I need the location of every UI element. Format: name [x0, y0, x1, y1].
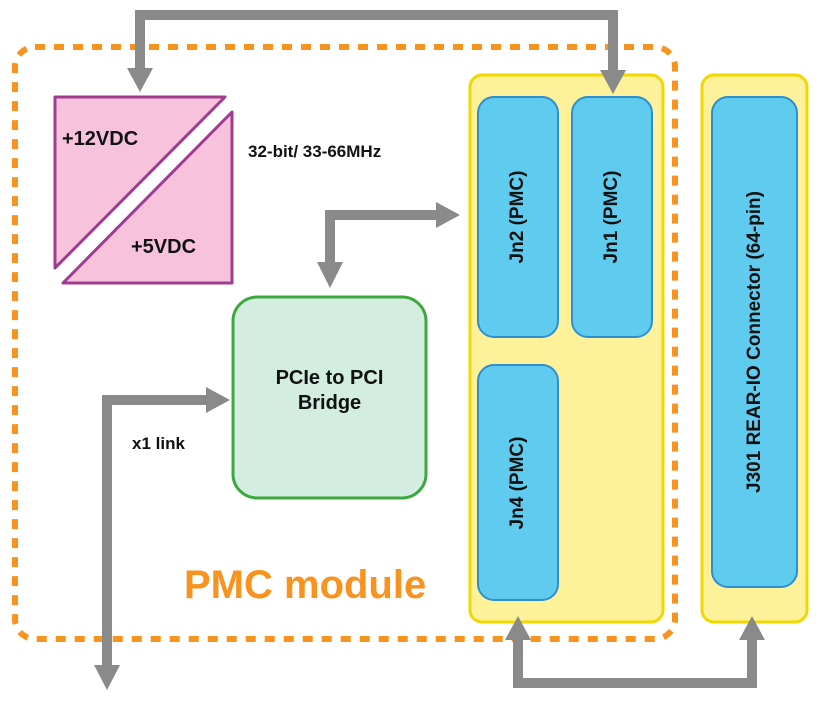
- x1-link-label: x1 link: [132, 434, 185, 453]
- arrowhead-power-down: [127, 68, 153, 92]
- jn1-label-box: Jn1 (PMC): [572, 97, 652, 337]
- pcie-pci-bridge: [231, 295, 428, 500]
- bridge-label-line2: Bridge: [297, 392, 362, 414]
- power-output-label: +5VDC: [131, 236, 197, 258]
- arrow-jn1-to-power: [135, 10, 618, 72]
- bridge-label-line1: PCIe to PCI: [275, 367, 384, 389]
- jn1-label: Jn1 (PMC): [601, 170, 622, 264]
- arrow-bridge-to-jn2: [325, 210, 438, 262]
- arrow-x1-link: [102, 395, 208, 667]
- power-converter: [53, 95, 234, 285]
- arrowhead-jn4-up: [505, 616, 531, 640]
- arrowhead-j301-up: [739, 616, 765, 640]
- jn2-label-box: Jn2 (PMC): [478, 97, 558, 337]
- jn2-connector: [477, 96, 559, 338]
- j301-connector: [711, 96, 798, 588]
- jn4-label: Jn4 (PMC): [507, 436, 528, 529]
- j301-label-box: J301 REAR-IO Connector (64-pin): [712, 97, 797, 587]
- j301-label: J301 REAR-IO Connector (64-pin): [743, 191, 765, 493]
- jn4-label-box: Jn4 (PMC): [478, 365, 558, 600]
- power-input-label: +12VDC: [62, 128, 139, 150]
- jn4-connector: [477, 364, 559, 601]
- bridge-label: PCIe to PCI Bridge: [233, 366, 426, 416]
- arrowhead-x1-down: [94, 665, 120, 690]
- jn2-label: Jn2 (PMC): [507, 170, 528, 264]
- arrowhead-jn2-right: [436, 202, 460, 228]
- arrow-jn4-to-j301: [513, 640, 757, 688]
- bus-speed-label: 32-bit/ 33-66MHz: [248, 142, 382, 161]
- arrowhead-bridge-up: [317, 262, 343, 288]
- jn1-connector: [571, 96, 653, 338]
- pmc-module-label: PMC module: [184, 563, 427, 607]
- pmc-module-boundary: [12, 44, 678, 642]
- arrowhead-jn1-down: [600, 70, 626, 94]
- arrowhead-bridge-right: [206, 387, 230, 413]
